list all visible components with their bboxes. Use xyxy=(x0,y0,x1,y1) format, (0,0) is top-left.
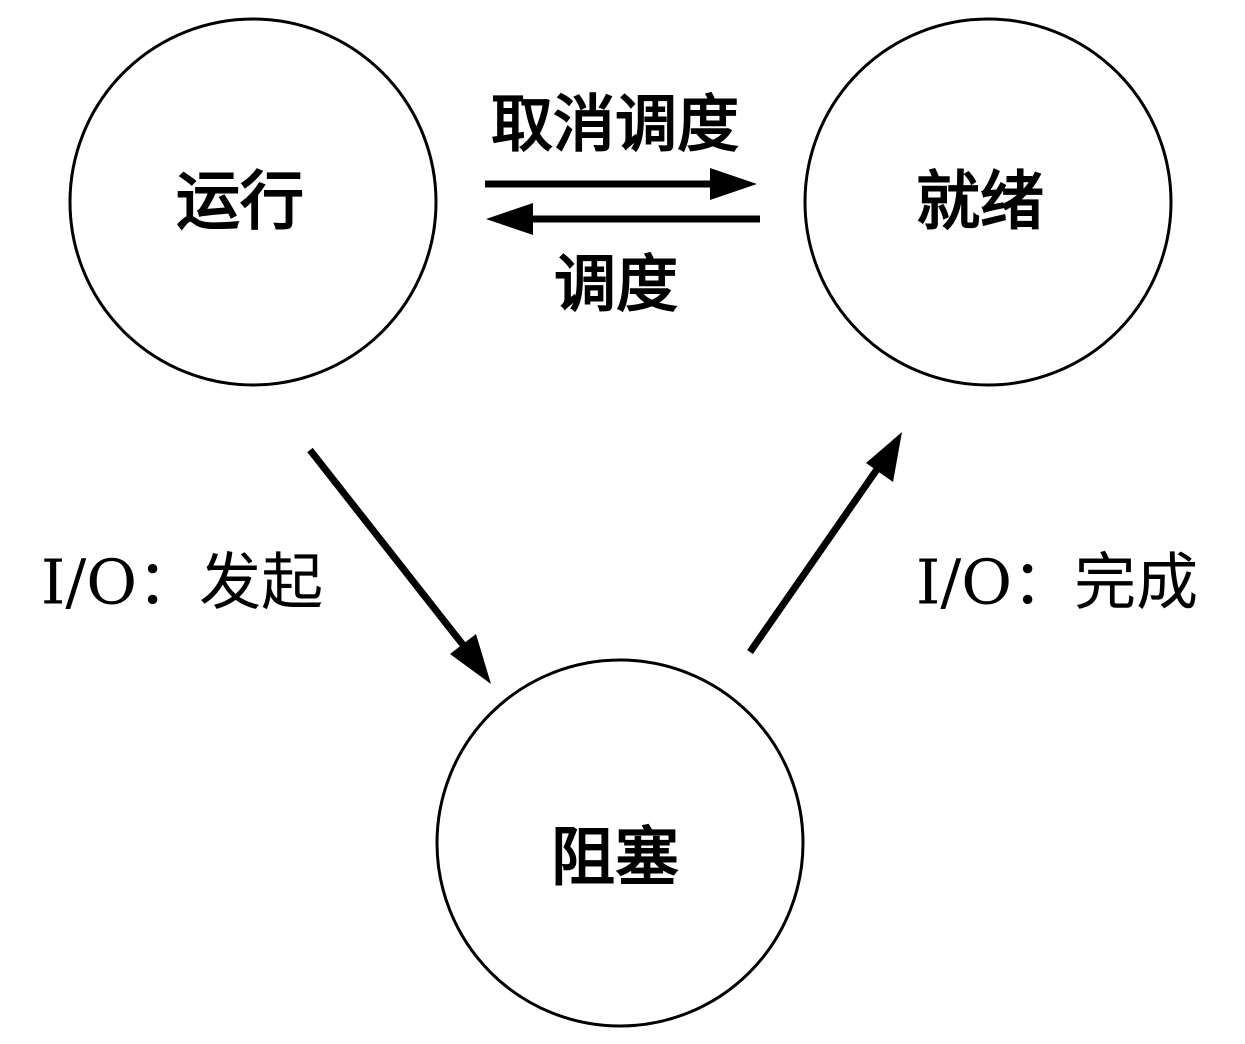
arrow-io-initiate xyxy=(307,447,491,684)
arrow-io-initiate-line xyxy=(307,447,470,653)
state-blocked-circle xyxy=(435,658,805,1028)
arrow-schedule-head xyxy=(486,203,533,235)
label-io-initiate: I/O：发起 xyxy=(41,546,323,619)
arrow-io-complete-head xyxy=(866,432,902,482)
state-running-circle xyxy=(68,17,438,387)
state-ready-label: 就绪 xyxy=(916,165,1044,240)
state-ready: 就绪 xyxy=(803,17,1173,387)
label-io-complete: I/O：完成 xyxy=(916,546,1198,619)
arrow-io-complete-line xyxy=(747,463,883,654)
state-ready-circle xyxy=(803,17,1173,387)
label-deschedule: 取消调度 xyxy=(491,88,739,161)
arrow-schedule xyxy=(486,203,760,235)
state-blocked-label: 阻塞 xyxy=(551,821,679,896)
state-running: 运行 xyxy=(68,17,438,387)
label-schedule: 调度 xyxy=(554,248,678,321)
arrow-deschedule-head xyxy=(710,168,757,200)
state-running-label: 运行 xyxy=(176,165,304,240)
arrow-io-initiate-head xyxy=(450,634,491,684)
arrow-io-complete xyxy=(747,432,902,654)
arrow-deschedule xyxy=(485,168,757,200)
state-blocked: 阻塞 xyxy=(435,658,805,1028)
